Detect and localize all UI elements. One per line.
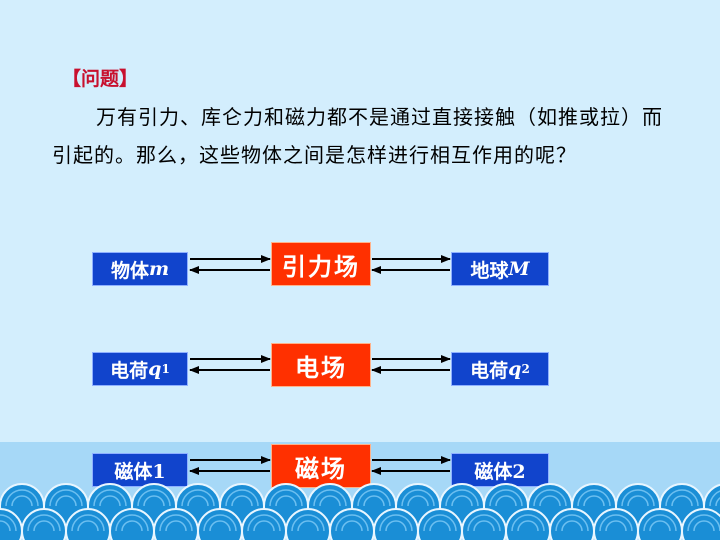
wave-arc <box>539 495 561 507</box>
wave-arc <box>687 514 720 532</box>
wave-arc <box>451 495 473 507</box>
wave-arc <box>115 514 149 532</box>
wave-arc <box>93 489 127 507</box>
row1-right-label: 地球 <box>470 259 509 282</box>
wave-arc <box>247 514 281 532</box>
question-title: 【问题】 <box>62 68 139 90</box>
row2-left-sub: 1 <box>161 362 170 376</box>
wave-arc <box>269 489 303 507</box>
wave-arc <box>341 520 363 532</box>
wave-arc <box>379 514 413 532</box>
wave-arc <box>429 520 451 532</box>
wave-arc <box>489 489 523 507</box>
wave-arc <box>319 495 341 507</box>
wave-arc <box>423 514 457 532</box>
wave-arc <box>99 495 121 507</box>
wave-arc <box>143 495 165 507</box>
wave-arc <box>561 520 583 532</box>
wave-arc <box>253 520 275 532</box>
wave-arc <box>467 514 501 532</box>
row3-left-box: 磁体1 <box>92 453 188 487</box>
row1-field-label: 引力场 <box>282 251 360 281</box>
wave-arc <box>11 495 33 507</box>
wave-arc <box>671 495 693 507</box>
wave-arc <box>627 495 649 507</box>
wave-arc <box>599 514 633 532</box>
row3-field-label: 磁场 <box>295 453 347 483</box>
wave-arc <box>555 514 589 532</box>
wave-arc <box>181 489 215 507</box>
wave-arc <box>55 495 77 507</box>
row1-left-label: 物体 <box>110 259 149 282</box>
wave-arc <box>203 514 237 532</box>
wave-arc <box>49 489 83 507</box>
wave-arc <box>275 495 297 507</box>
wave-arc <box>0 520 11 532</box>
wave-arc <box>313 489 347 507</box>
wave-arc <box>33 520 55 532</box>
wave-arc <box>401 489 435 507</box>
wave-arc <box>407 495 429 507</box>
wave-arc <box>297 520 319 532</box>
wave-arc <box>709 490 720 507</box>
row2-right-sub: 2 <box>521 362 530 376</box>
wave-arc <box>225 489 259 507</box>
wave-arc <box>643 514 677 532</box>
row1-left-var: m <box>148 258 170 280</box>
row1-right-var: M <box>508 258 530 280</box>
row2-right-label: 电荷 <box>470 359 509 382</box>
row2-field-label: 电场 <box>295 352 347 382</box>
row2-right-var: q <box>508 358 522 380</box>
wave-arc <box>533 489 567 507</box>
wave-arc <box>385 520 407 532</box>
wave-arc <box>159 514 193 532</box>
wave-arc <box>649 520 671 532</box>
wave-arc <box>5 489 39 507</box>
row2-left-label: 电荷 <box>110 359 149 382</box>
wave-arc <box>335 514 369 532</box>
row3-left-label: 磁体1 <box>114 460 166 483</box>
wave-arc <box>357 489 391 507</box>
row2-field-box: 电场 <box>271 343 371 387</box>
wave-arc <box>577 489 611 507</box>
wave-arc <box>473 520 495 532</box>
wave-arc <box>517 520 539 532</box>
wave-arc <box>605 520 627 532</box>
row1-field-box: 引力场 <box>271 242 371 286</box>
question-paragraph: 万有引力、库仑力和磁力都不是通过直接接触（如推或拉）而引起的。那么，这些物体之间… <box>52 105 663 167</box>
row3-right-box: 磁体2 <box>451 453 549 487</box>
wave-arc <box>621 489 655 507</box>
wave-arc <box>715 497 720 507</box>
wave-arc <box>511 514 545 532</box>
wave-arc <box>77 520 99 532</box>
wave-arc <box>121 520 143 532</box>
wave-arc <box>291 514 325 532</box>
wave-arc <box>27 514 61 532</box>
wave-arc <box>363 495 385 507</box>
wave-arc <box>137 489 171 507</box>
wave-arc <box>209 520 231 532</box>
wave-arc <box>665 489 699 507</box>
wave-arc <box>693 520 715 532</box>
row2-left-var: q <box>148 358 162 380</box>
wave-arc <box>495 495 517 507</box>
wave-arc <box>71 514 105 532</box>
wave-arc <box>0 514 17 532</box>
wave-arc <box>583 495 605 507</box>
wave-arc <box>445 489 479 507</box>
row3-field-box: 磁场 <box>271 444 371 488</box>
wave-arc <box>165 520 187 532</box>
wave-arc <box>187 495 209 507</box>
row3-right-label: 磁体2 <box>474 460 526 483</box>
wave-arc <box>231 495 253 507</box>
